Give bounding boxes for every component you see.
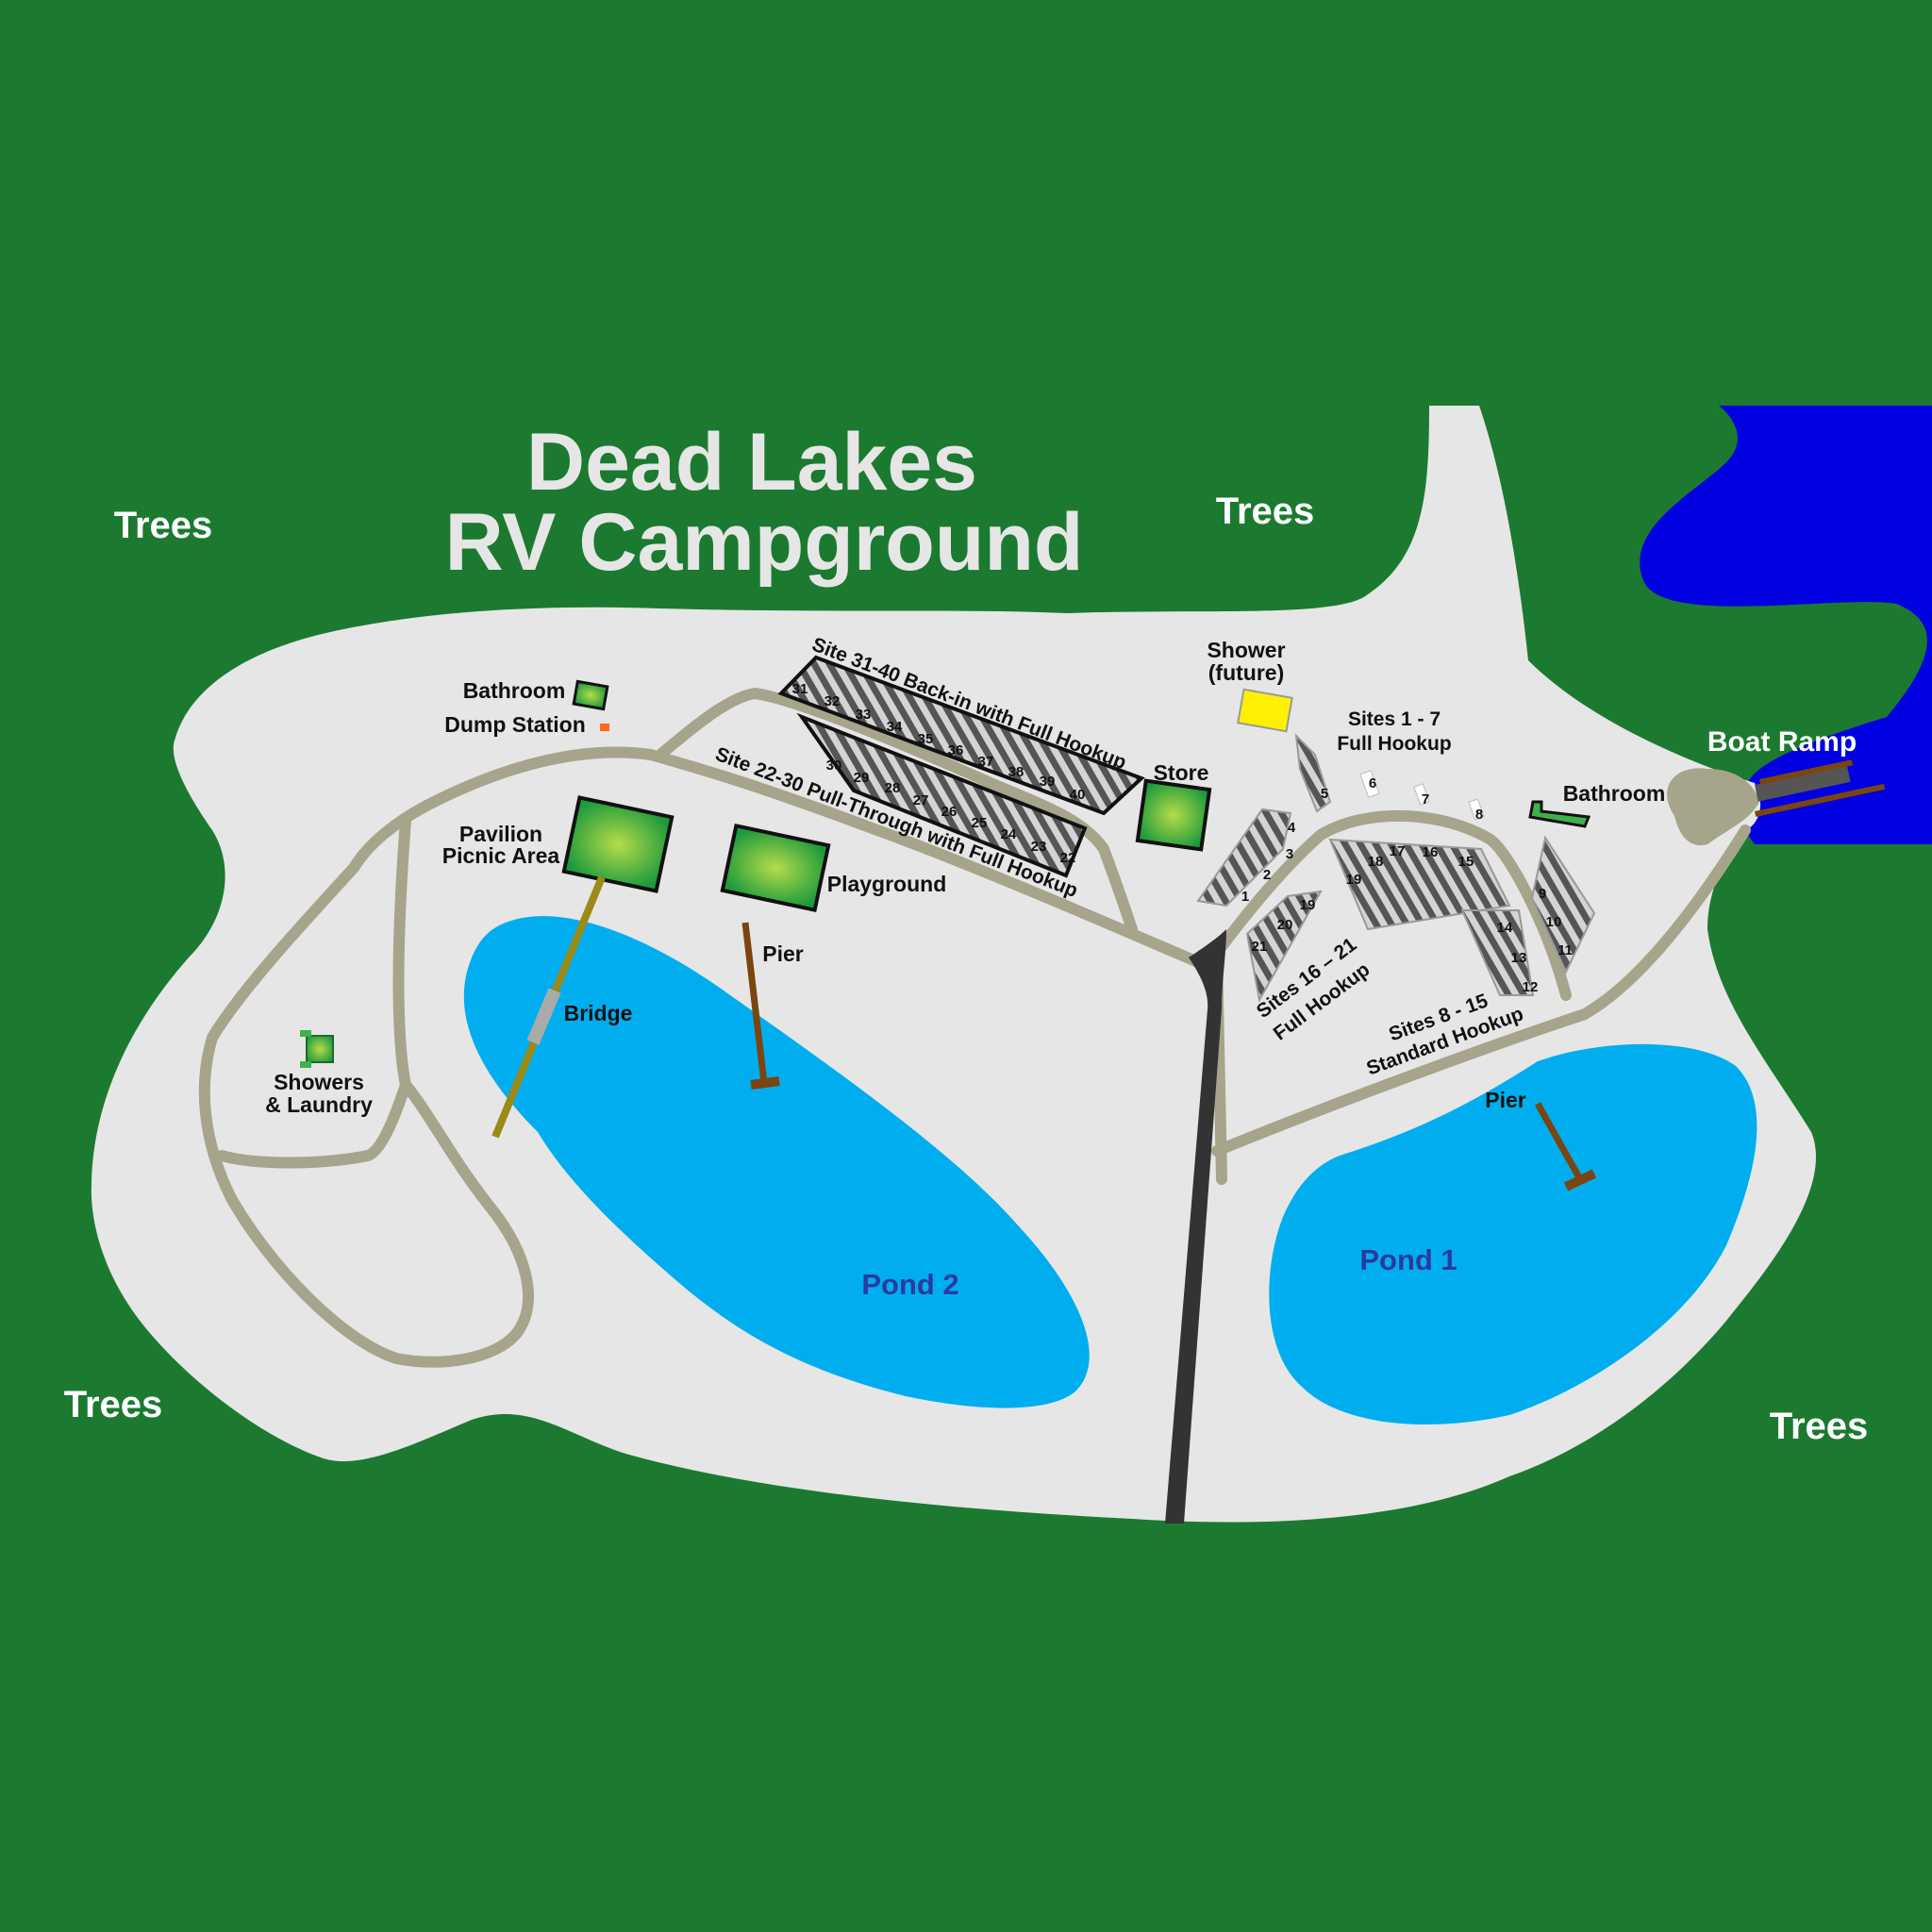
trees-label-nw: Trees (114, 505, 213, 546)
dump-station-marker (600, 724, 609, 731)
bathroom-east-building (1528, 800, 1591, 828)
site-number: 6 (1369, 775, 1376, 791)
paths (198, 688, 1751, 1368)
site-block-1-4 (1196, 808, 1292, 908)
site-number: 23 (1031, 839, 1047, 855)
site-number: 15 (1458, 854, 1474, 870)
bridge-label: Bridge (564, 1001, 633, 1025)
pier-east (1534, 1102, 1597, 1191)
site-block-12-14 (1460, 909, 1535, 996)
title-line-2: RV Campground (445, 497, 1084, 588)
site-number: 22 (1060, 850, 1076, 866)
site-number: 2 (1263, 867, 1271, 883)
trees-label-sw: Trees (64, 1384, 163, 1425)
playground-label: Playground (827, 872, 947, 896)
site-number: 28 (885, 780, 901, 796)
showers-label: Showers (274, 1070, 364, 1094)
pier-west-label: Pier (762, 941, 804, 966)
site-number: 37 (978, 754, 994, 770)
site-number: 9 (1539, 886, 1546, 902)
site-block-16-21 (1245, 890, 1323, 1003)
sites-1-7-label-2: Full Hookup (1337, 733, 1451, 755)
site-number: 10 (1546, 914, 1562, 930)
trees-label-n: Trees (1216, 491, 1315, 532)
sites-1-7-label-1: Sites 1 - 7 (1348, 708, 1441, 730)
site-number: 14 (1497, 920, 1513, 936)
boat-ramp (1667, 759, 1886, 845)
site-block-31-40 (777, 655, 1145, 816)
site-number: 16 (1423, 844, 1439, 860)
site-number: 25 (972, 815, 988, 831)
showers-laundry-building (300, 1030, 334, 1068)
site-number: 12 (1523, 979, 1539, 995)
site-number: 21 (1252, 939, 1268, 955)
site-number: 36 (948, 742, 964, 758)
store-building (1135, 778, 1212, 852)
pond-1-label: Pond 1 (1359, 1243, 1457, 1276)
site-block-9-11 (1530, 835, 1596, 974)
site-number: 24 (1001, 826, 1017, 842)
trees-label-se: Trees (1770, 1406, 1869, 1447)
site-number: 17 (1390, 843, 1406, 859)
site-number: 3 (1286, 846, 1293, 862)
site-number: 20 (1277, 917, 1293, 933)
site-number: 35 (918, 731, 934, 747)
site-number: 40 (1070, 787, 1086, 803)
site-number: 13 (1511, 950, 1527, 966)
laundry-label: & Laundry (265, 1092, 373, 1117)
store-label: Store (1154, 760, 1209, 785)
pond-1 (1269, 1043, 1757, 1424)
site-number: 19 (1300, 897, 1316, 913)
site-number: 1 (1241, 889, 1249, 905)
site-number: 34 (887, 719, 903, 735)
site-number: 11 (1557, 942, 1573, 958)
site-numbers: 31 32 33 34 35 36 37 38 39 40 30 29 28 2… (792, 681, 1573, 995)
site-pads-6-8 (1359, 770, 1485, 821)
site-number: 19 (1346, 872, 1362, 888)
site-block-15-19 (1328, 838, 1511, 931)
shower-future-label-2: (future) (1208, 660, 1284, 685)
playground-area (720, 823, 831, 913)
site-number: 39 (1040, 774, 1056, 790)
site-number: 29 (854, 770, 870, 786)
dump-station-label: Dump Station (444, 712, 586, 737)
site-number: 5 (1321, 786, 1328, 802)
site-number: 4 (1288, 820, 1296, 836)
site-number: 8 (1475, 807, 1483, 823)
lake (1640, 406, 1932, 844)
site-5-pad (1294, 733, 1332, 813)
site-number: 32 (824, 693, 841, 709)
pond-2 (463, 916, 1090, 1408)
site-number: 33 (856, 707, 872, 723)
site-number: 31 (792, 681, 808, 697)
site-number: 7 (1422, 791, 1429, 808)
picnic-area-label: Picnic Area (442, 843, 560, 868)
site-number: 18 (1368, 854, 1384, 870)
site-number: 38 (1008, 764, 1024, 780)
boat-ramp-label: Boat Ramp (1707, 726, 1857, 758)
pavilion-label: Pavilion (459, 822, 542, 846)
bathroom-east-label: Bathroom (1563, 781, 1666, 806)
pier-west (741, 922, 780, 1090)
site-block-22-30 (796, 712, 1088, 878)
bridge (491, 875, 606, 1139)
site-number: 27 (913, 792, 929, 808)
pavilion-building (561, 795, 675, 893)
pond-2-label: Pond 2 (861, 1268, 958, 1301)
site-number: 30 (826, 758, 842, 774)
bathroom-west-label: Bathroom (463, 678, 566, 703)
bathroom-west-building (572, 679, 609, 711)
shower-future-label-1: Shower (1207, 638, 1285, 662)
site-number: 26 (941, 804, 958, 820)
title-line-1: Dead Lakes (526, 417, 977, 508)
main-road (1165, 929, 1226, 1524)
pier-east-label: Pier (1485, 1088, 1526, 1112)
shower-future-building (1237, 688, 1293, 733)
